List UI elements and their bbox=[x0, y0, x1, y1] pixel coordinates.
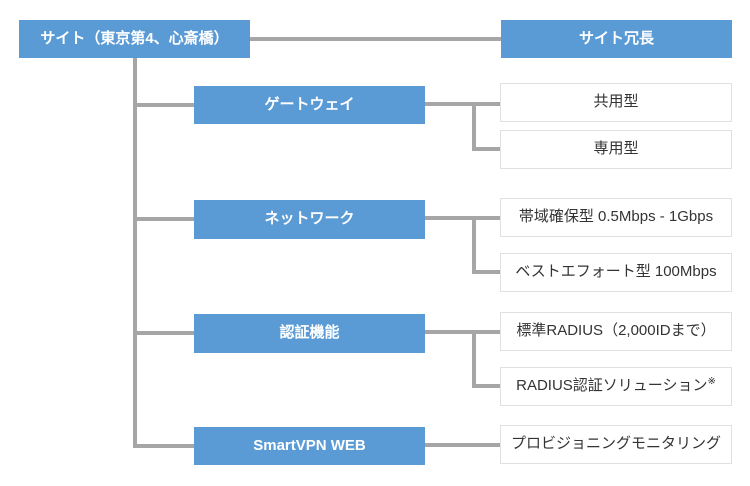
node-network-label: ネットワーク bbox=[264, 210, 355, 228]
connector-line bbox=[425, 330, 500, 334]
connector-branch-network bbox=[137, 217, 194, 221]
node-gateway-label: ゲートウェイ bbox=[264, 95, 355, 113]
node-network: ネットワーク bbox=[194, 200, 425, 239]
node-site-label: サイト（東京第4、心斎橋） bbox=[40, 29, 229, 47]
connector-line bbox=[472, 216, 476, 274]
node-bandwidth-guaranteed: 帯域確保型 0.5Mbps - 1Gbps bbox=[500, 198, 732, 237]
note-mark: ※ bbox=[707, 376, 716, 388]
node-bandwidth-guaranteed-label: 帯域確保型 0.5Mbps - 1Gbps bbox=[518, 208, 714, 226]
node-provisioning-monitoring: プロビジョニングモニタリング bbox=[500, 425, 732, 464]
connector-trunk-vertical bbox=[133, 58, 137, 448]
node-standard-radius-label: 標準RADIUS（2,000IDまで） bbox=[516, 322, 716, 340]
connector-line bbox=[472, 330, 476, 388]
node-site-redundancy: サイト冗長 bbox=[501, 20, 732, 58]
node-auth-label: 認証機能 bbox=[279, 324, 340, 342]
node-site: サイト（東京第4、心斎橋） bbox=[19, 20, 250, 58]
node-best-effort: ベストエフォート型 100Mbps bbox=[500, 253, 732, 292]
connector-line bbox=[472, 147, 500, 151]
node-shared-type-label: 共用型 bbox=[593, 93, 639, 111]
node-smartvpn-web-label: SmartVPN WEB bbox=[253, 436, 366, 454]
node-provisioning-monitoring-label: プロビジョニングモニタリング bbox=[510, 435, 721, 453]
node-shared-type: 共用型 bbox=[500, 83, 732, 122]
connector-line bbox=[472, 384, 500, 388]
connector-line-site-to-redundancy bbox=[250, 37, 501, 41]
connector-line bbox=[425, 102, 500, 106]
connector-line bbox=[472, 102, 476, 151]
node-site-redundancy-label: サイト冗長 bbox=[578, 29, 654, 47]
connector-line bbox=[425, 443, 500, 447]
node-dedicated-type: 専用型 bbox=[500, 130, 732, 169]
node-radius-solution-label: RADIUS認証ソリューション※ bbox=[516, 376, 716, 395]
node-gateway: ゲートウェイ bbox=[194, 86, 425, 124]
node-smartvpn-web: SmartVPN WEB bbox=[194, 427, 425, 465]
connector-line bbox=[472, 270, 500, 274]
node-auth: 認証機能 bbox=[194, 314, 425, 353]
connector-branch-gateway bbox=[137, 103, 194, 107]
node-dedicated-type-label: 専用型 bbox=[593, 140, 639, 158]
connector-branch-smartvpn bbox=[133, 444, 194, 448]
node-radius-solution-text: RADIUS認証ソリューション bbox=[516, 377, 708, 395]
node-radius-solution: RADIUS認証ソリューション※ bbox=[500, 367, 732, 406]
connector-line bbox=[425, 216, 500, 220]
node-best-effort-label: ベストエフォート型 100Mbps bbox=[515, 263, 717, 281]
node-standard-radius: 標準RADIUS（2,000IDまで） bbox=[500, 312, 732, 351]
connector-branch-auth bbox=[137, 331, 194, 335]
